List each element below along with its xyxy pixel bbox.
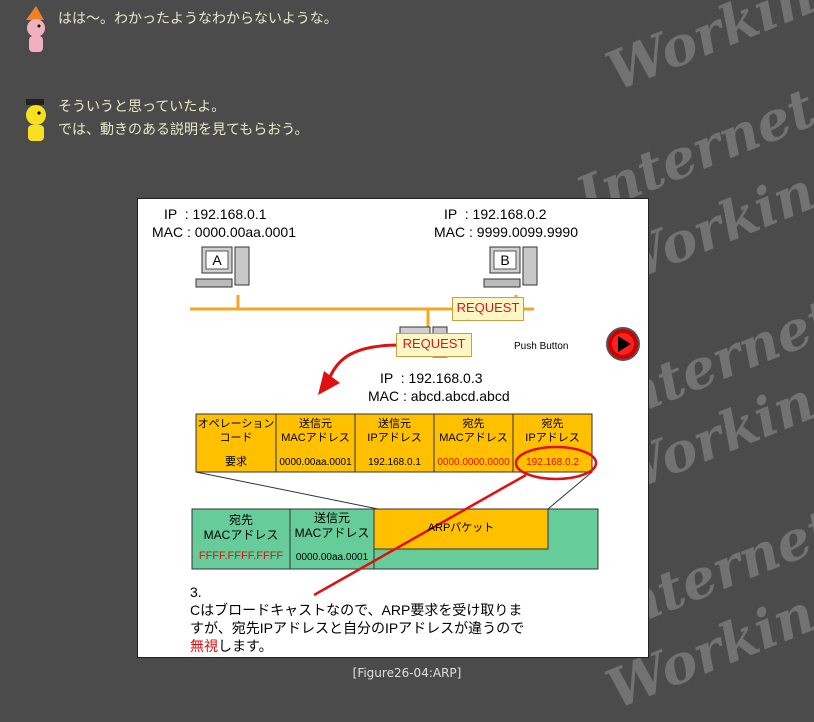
arp-table-grid (195, 413, 593, 473)
host-b-mac: MAC : 9999.0099.9990 (434, 224, 578, 240)
host-c-mac: MAC : abcd.abcd.abcd (368, 388, 510, 404)
arp-value-operation: 要求 (225, 456, 247, 468)
request-packet-tag: REQUEST (396, 333, 472, 357)
red-arrow (328, 343, 401, 378)
host-c-ip: IP : 192.168.0.3 (380, 370, 483, 386)
chat-message: はは〜。わかったようなわからないような。 (58, 11, 338, 27)
note-step: 3. (190, 584, 202, 600)
frame-src-mac-value: 0000.00aa.0001 (295, 552, 369, 563)
explanation-note: 3. Cはブロードキャストなので、ARP要求を受け取りま すが、宛先IPアドレス… (190, 583, 524, 655)
watermark-text: Working (597, 0, 814, 104)
note-line-3: 無視します。 (190, 637, 524, 655)
arp-value-src-mac: 0000.00aa.0001 (279, 457, 352, 468)
ethernet-frame (191, 508, 599, 570)
orange-hat-character-icon (26, 6, 45, 52)
arp-value-src-ip: 192.168.0.1 (368, 457, 421, 468)
chat-message: では、動きのある説明を見てもらおう。 (58, 122, 309, 138)
request-packet-tag: REQUEST (452, 297, 524, 321)
computer-a-icon (195, 246, 250, 288)
arp-header-operation: オペレーションコード (197, 418, 275, 444)
frame-dest-mac-value: FFFF.FFFF.FFFF (198, 550, 284, 562)
chat-message: そういうと思っていたよ。 (58, 99, 226, 115)
note-line-3-rest: します。 (218, 638, 273, 654)
frame-arp-packet-label: ARPパケット (427, 522, 495, 534)
figure-caption: [Figure26-04:ARP] (352, 666, 462, 680)
push-button-icon (606, 327, 640, 361)
host-a-ip: IP : 192.168.0.1 (164, 206, 267, 222)
push-button-label[interactable]: Push Button (514, 341, 569, 352)
dest-ip-highlight (514, 445, 598, 481)
network-diagram (190, 246, 640, 597)
arp-value-dest-ip: 192.168.0.2 (526, 457, 579, 468)
note-line-1: Cはブロードキャストなので、ARP要求を受け取りま (190, 602, 523, 618)
host-b-ip: IP : 192.168.0.2 (444, 206, 547, 222)
host-a-mac: MAC : 0000.00aa.0001 (152, 224, 296, 240)
host-b-label: B (500, 252, 510, 268)
yellow-character-icon (26, 99, 46, 141)
arp-value-dest-mac: 0000.0000.0000 (437, 457, 510, 468)
note-ignore-word: 無視 (190, 638, 218, 654)
computer-b-icon (483, 246, 538, 288)
host-a-label: A (212, 252, 222, 268)
note-line-2: すが、宛先IPアドレスと自分のIPアドレスが違うので (190, 620, 525, 636)
red-pointer-line (313, 473, 527, 597)
arp-figure: IP : 192.168.0.1 MAC : 0000.00aa.0001 IP… (137, 198, 649, 658)
